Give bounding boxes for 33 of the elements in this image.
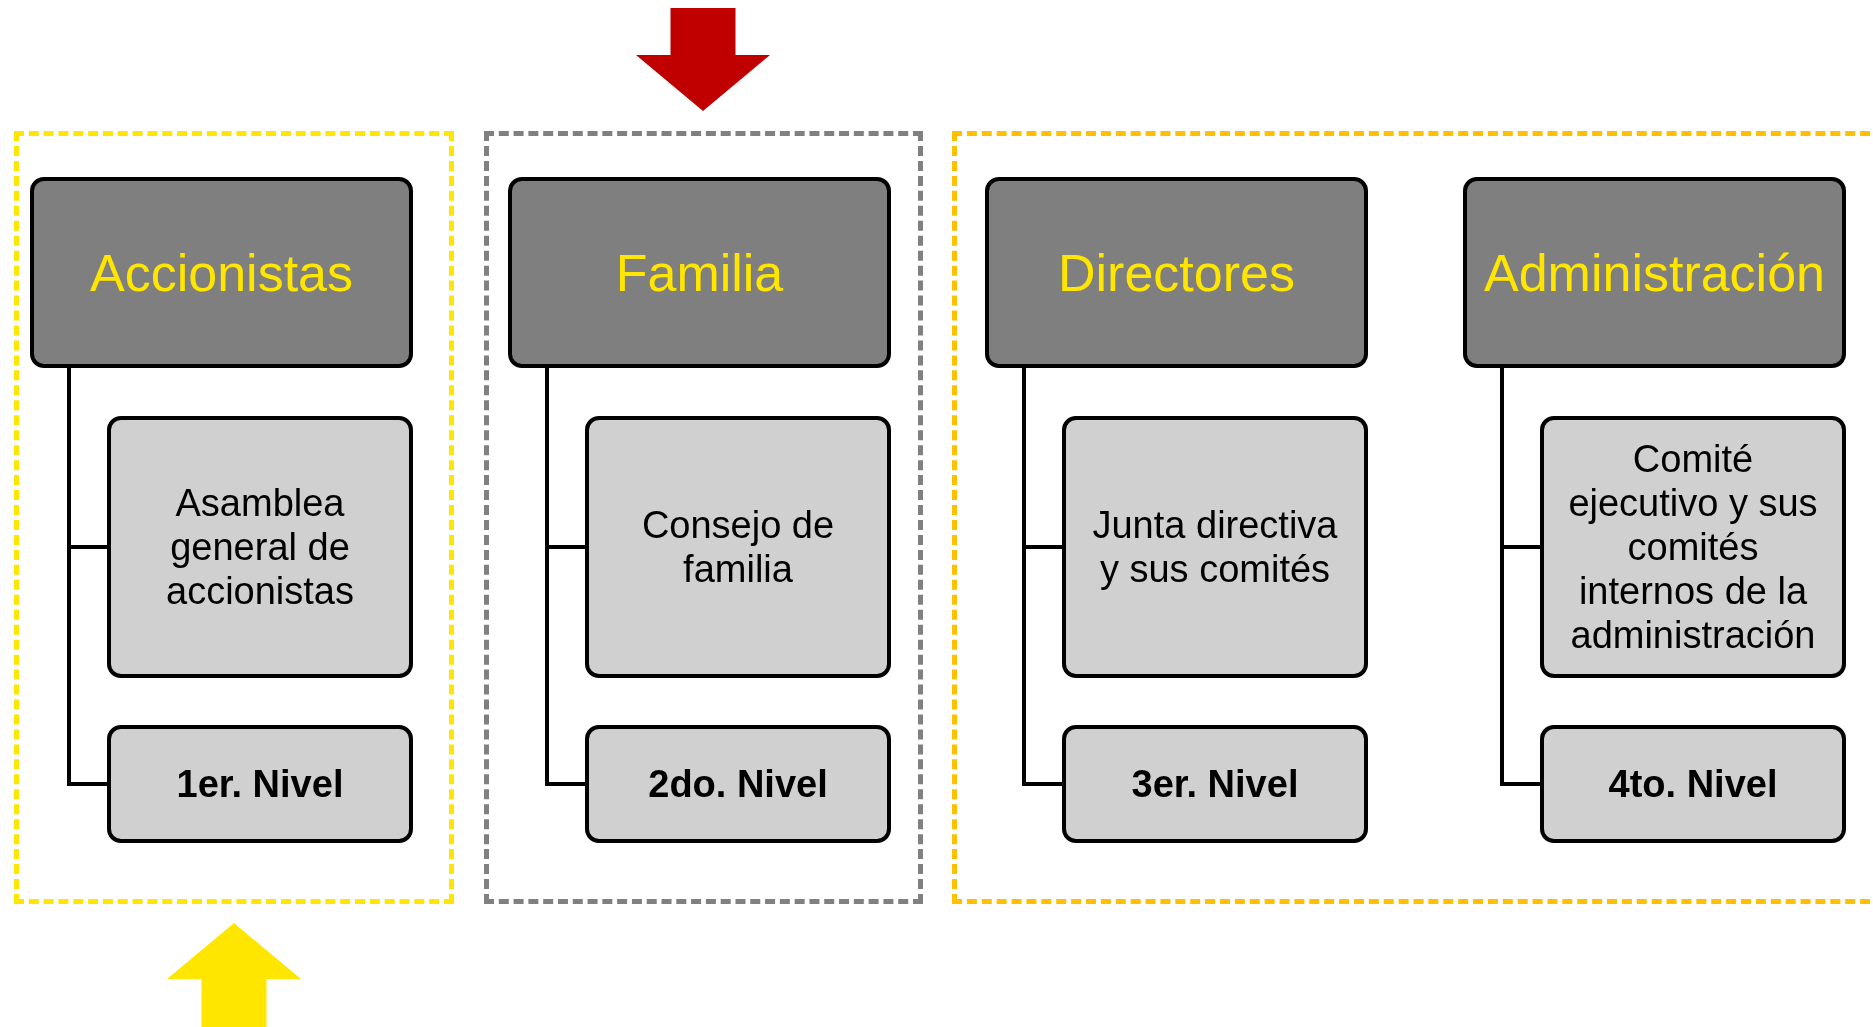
level-box xyxy=(585,725,891,843)
level-box xyxy=(1540,725,1846,843)
box-text: Comité ejecutivo y sus comités internos de la administración xyxy=(1567,437,1819,657)
header-text: Familia xyxy=(615,242,784,303)
process-box xyxy=(1540,416,1846,678)
box-text: Consejo de familia xyxy=(640,503,836,591)
header-box xyxy=(985,177,1368,368)
level-box xyxy=(1062,725,1368,843)
header-box xyxy=(508,177,891,368)
header-box xyxy=(30,177,413,368)
header-box xyxy=(1463,177,1846,368)
header-text: Accionistas xyxy=(90,242,353,303)
level-label: 4to. Nivel xyxy=(1608,762,1778,806)
block-arrow xyxy=(167,923,301,1027)
connector-line xyxy=(545,368,585,786)
connector-line xyxy=(1500,368,1540,786)
header-text: Directores xyxy=(1058,242,1295,303)
block-arrow xyxy=(636,8,770,111)
level-label: 2do. Nivel xyxy=(648,762,828,806)
dashed-group-frame xyxy=(484,131,923,904)
process-box xyxy=(107,416,413,678)
level-box xyxy=(107,725,413,843)
connector-line xyxy=(1022,368,1062,786)
process-box xyxy=(1062,416,1368,678)
level-label: 3er. Nivel xyxy=(1131,762,1299,806)
box-text: Asamblea general de accionistas xyxy=(165,481,355,613)
level-label: 1er. Nivel xyxy=(176,762,344,806)
dashed-group-frame xyxy=(14,131,454,904)
dashed-group-frame xyxy=(952,131,1873,904)
box-text: Junta directiva y sus comités xyxy=(1091,503,1339,591)
connector-line xyxy=(67,368,107,786)
header-text: Administración xyxy=(1484,242,1825,303)
process-box xyxy=(585,416,891,678)
